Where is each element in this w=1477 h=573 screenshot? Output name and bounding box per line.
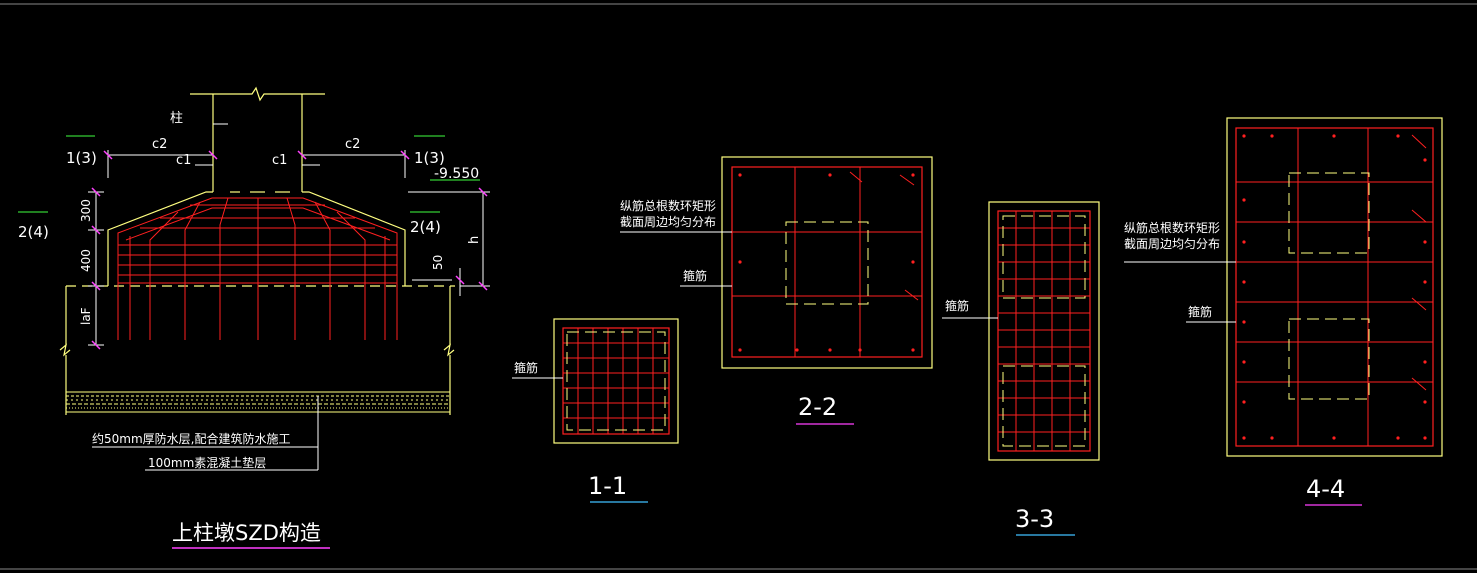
section-1-1-stirrup-label: 箍筋 <box>514 360 538 375</box>
section-2-2-note-line1: 纵筋总根数环矩形 <box>620 198 716 213</box>
section-1-3-right-label: 1(3) <box>414 149 445 167</box>
pier-rebar <box>117 197 398 340</box>
c1-left-label: c1 <box>176 153 191 168</box>
section-4-4-label: 4-4 <box>1306 475 1345 503</box>
section-4-4-note-line2: 截面周边均匀分布 <box>1124 237 1220 251</box>
section-4-4-note-line1: 纵筋总根数环矩形 <box>1124 220 1220 235</box>
section-1-1-label: 1-1 <box>588 472 627 500</box>
section-1-1: 箍筋 1-1 <box>512 318 679 503</box>
section-2-4-right-label: 2(4) <box>410 218 441 236</box>
section-2-2-stirrup-label: 箍筋 <box>683 268 707 283</box>
section-3-3-stirrup-label: 箍筋 <box>945 298 969 313</box>
pier-outline <box>59 191 455 415</box>
section-2-2: 纵筋总根数环矩形 截面周边均匀分布 箍筋 2-2 <box>620 156 933 425</box>
section-4-4: 纵筋总根数环矩形 截面周边均匀分布 箍筋 4-4 <box>1124 117 1443 506</box>
column-outline <box>190 86 325 192</box>
dim-laf-label: laF <box>79 307 93 325</box>
section-2-4-left-label: 2(4) <box>18 223 49 241</box>
section-1-3-left-label: 1(3) <box>66 149 97 167</box>
cushion-note: 100mm素混凝土垫层 <box>148 455 266 470</box>
level-value-label: -9.550 <box>434 166 479 182</box>
dim-400-label: 400 <box>79 249 93 272</box>
dim-300-label: 300 <box>79 199 93 222</box>
section-2-2-note-line2: 截面周边均匀分布 <box>620 215 716 229</box>
elevation-ticks <box>91 150 488 350</box>
column-label: 柱 <box>170 111 183 126</box>
pier-elevation: 柱 c2 c2 c1 c1 1(3) 1(3) 2(4) 2(4) -9.550… <box>18 86 490 549</box>
drawing-title: 上柱墩SZD构造 <box>172 521 321 545</box>
section-3-3-label: 3-3 <box>1015 505 1054 533</box>
slab-layers <box>66 391 450 413</box>
c2-left-label: c2 <box>152 137 167 152</box>
dim-50-label: 50 <box>431 255 445 270</box>
section-3-3: 箍筋 3-3 <box>942 201 1100 536</box>
section-2-2-label: 2-2 <box>798 393 837 421</box>
dim-h-label: h <box>467 236 482 244</box>
c1-right-label: c1 <box>272 153 287 168</box>
waterproof-note: 约50mm厚防水层,配合建筑防水施工 <box>92 431 290 446</box>
c2-right-label: c2 <box>345 137 360 152</box>
section-4-4-stirrup-label: 箍筋 <box>1188 304 1212 319</box>
